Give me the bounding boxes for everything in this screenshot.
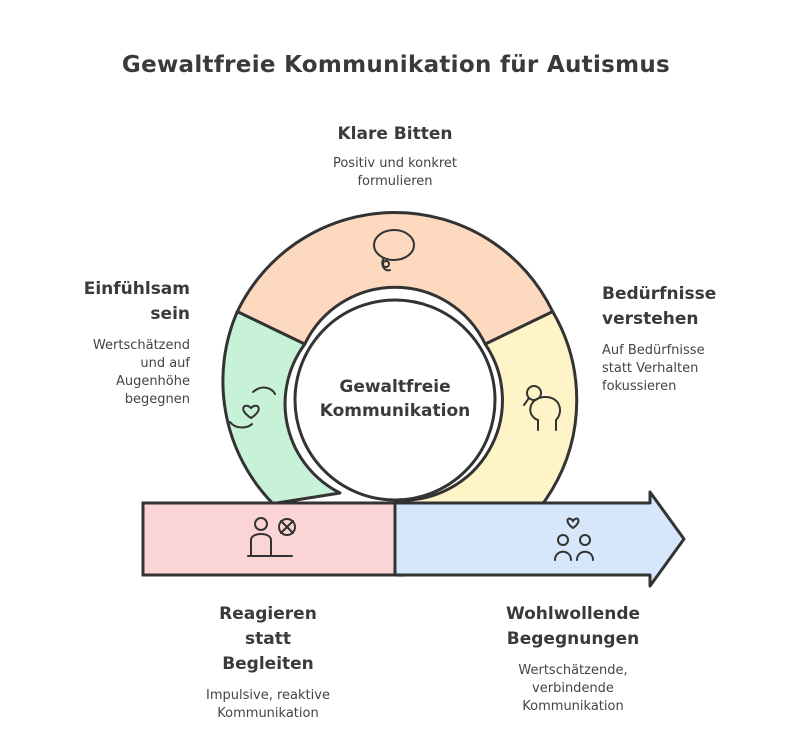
heading-line: verstehen [602, 309, 699, 329]
center-label-line1: Gewaltfreie [339, 377, 450, 397]
heading-line: Reagieren [219, 604, 317, 624]
desc-line: Auf Bedürfnisse [602, 343, 705, 358]
desc-line: Wertschätzend [92, 338, 190, 353]
heading-line: statt [245, 629, 291, 649]
heading-klare-bitten: Klare Bitten [337, 124, 453, 144]
desc-line: und auf [140, 356, 190, 371]
two-people-heart-icon [554, 517, 594, 561]
desc-einfuehlsam: Wertschätzend und auf Augenhöhe begegnen [30, 337, 190, 409]
diagram-title: Gewaltfreie Kommunikation für Autismus [121, 52, 671, 78]
heading-line: Begleiten [222, 654, 314, 674]
desc-line: begegnen [124, 392, 190, 407]
heading-line: Wohlwollende [505, 604, 641, 624]
heading-line: sein [150, 304, 190, 324]
head-with-magnifier-icon [523, 385, 561, 431]
heading-einfuehlsam: Einfühlsam sein [30, 277, 190, 327]
desc-line: Kommunikation [217, 706, 319, 721]
desc-line: Wertschätzende, [518, 663, 628, 678]
desc-klare-bitten: Positiv und konkret formulieren [295, 155, 495, 191]
desc-line: fokussieren [602, 379, 677, 394]
desc-reagieren: Impulsive, reaktive Kommunikation [158, 687, 378, 723]
desc-wohlwollend: Wertschätzende, verbindende Kommunikatio… [468, 662, 678, 716]
segment-klare-bitten [235, 210, 555, 346]
desc-line: Kommunikation [522, 699, 624, 714]
heading-reagieren: Reagieren statt Begleiten [158, 602, 378, 677]
desc-line: Positiv und konkret [332, 156, 458, 171]
person-reject-icon [247, 517, 296, 557]
desc-line: Impulsive, reaktive [206, 688, 330, 703]
desc-beduerfnisse: Auf Bedürfnisse statt Verhalten fokussie… [602, 342, 772, 396]
label-reagieren: Reagieren statt Begleiten Impulsive, rea… [158, 602, 378, 723]
desc-line: formulieren [357, 174, 433, 189]
segment-wohlwollend [393, 490, 686, 588]
segment-einfuehlsam [221, 310, 342, 506]
speech-bubble-icon [373, 229, 415, 272]
desc-line: verbindende [532, 681, 614, 696]
label-wohlwollend: Wohlwollende Begegnungen Wertschätzende,… [468, 602, 678, 716]
heading-beduerfnisse: Bedürfnisse verstehen [602, 282, 772, 332]
heading-line: Bedürfnisse [602, 284, 717, 304]
segment-reagieren [141, 501, 397, 577]
center-circle [293, 298, 497, 502]
desc-line: statt Verhalten [602, 361, 699, 376]
desc-line: Augenhöhe [115, 374, 190, 389]
heading-line: Einfühlsam [83, 279, 190, 299]
center-label-line2: Kommunikation [320, 401, 471, 421]
label-klare-bitten: Klare Bitten Positiv und konkret formuli… [295, 122, 495, 191]
hands-heart-icon [229, 386, 276, 429]
heading-wohlwollend: Wohlwollende Begegnungen [468, 602, 678, 652]
heading-line: Begegnungen [506, 629, 640, 649]
label-einfuehlsam: Einfühlsam sein Wertschätzend und auf Au… [30, 277, 190, 409]
label-beduerfnisse: Bedürfnisse verstehen Auf Bedürfnisse st… [602, 282, 772, 396]
